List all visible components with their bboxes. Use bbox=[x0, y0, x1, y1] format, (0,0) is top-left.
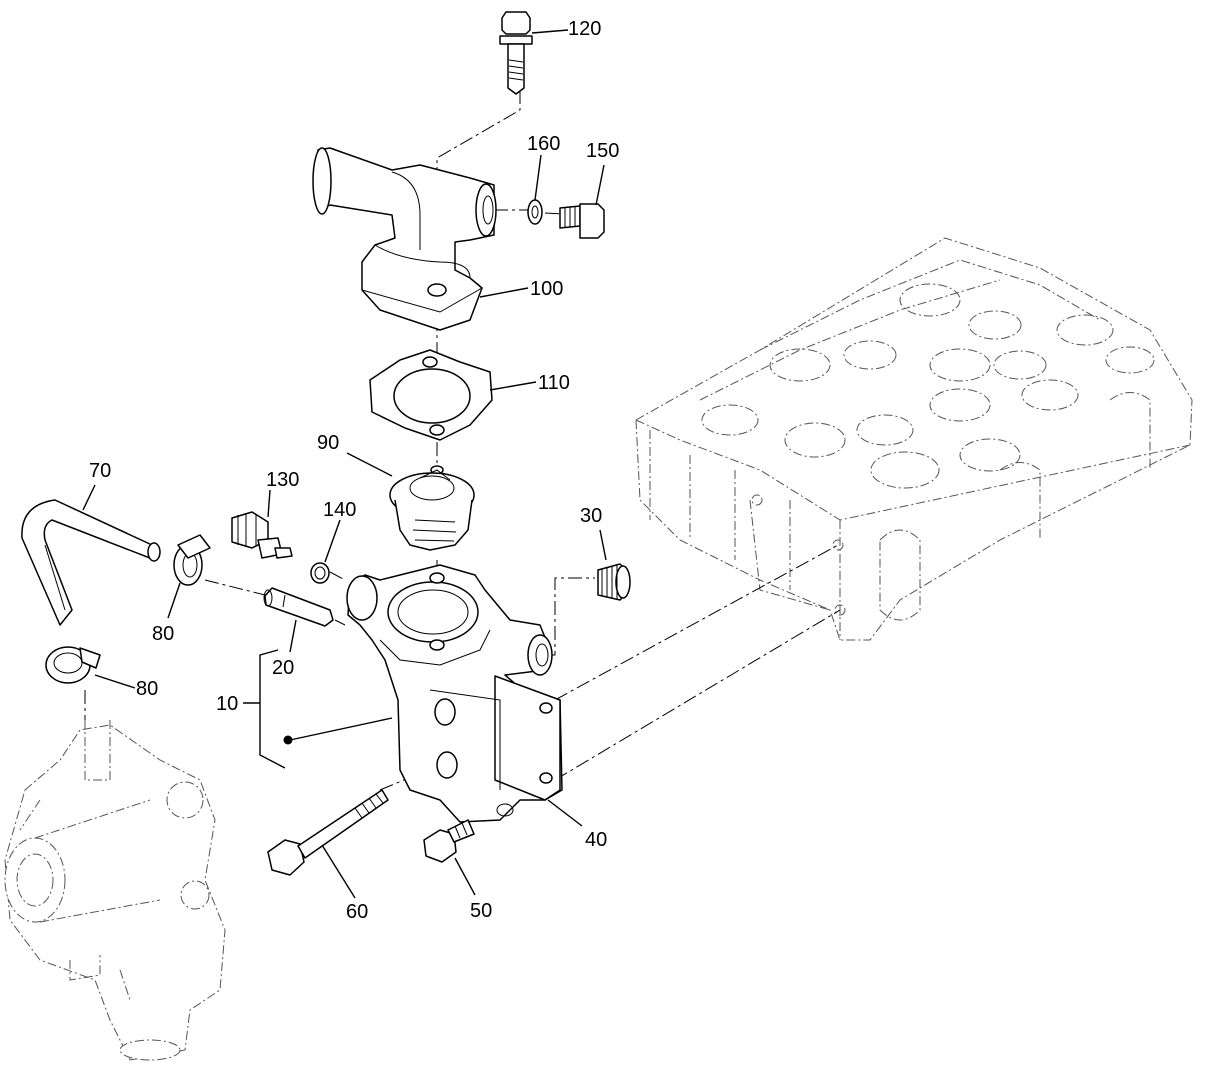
callout-20: 20 bbox=[272, 657, 294, 679]
callout-90: 90 bbox=[317, 432, 339, 454]
hose-70 bbox=[21, 499, 161, 626]
washer-160 bbox=[527, 199, 543, 225]
oring-140 bbox=[310, 562, 330, 584]
leader-lines bbox=[82, 29, 607, 899]
gasket-110 bbox=[369, 349, 493, 441]
callout-160: 160 bbox=[527, 133, 560, 155]
sensor-130 bbox=[231, 511, 293, 559]
plug-150 bbox=[559, 203, 605, 239]
callout-labels: 120 160 150 100 110 90 70 130 140 30 80 … bbox=[89, 18, 619, 923]
bolt-50 bbox=[423, 819, 475, 863]
cylinder-head-phantom bbox=[635, 237, 1193, 641]
callout-150: 150 bbox=[586, 140, 619, 162]
callout-40: 40 bbox=[585, 829, 607, 851]
callout-30: 30 bbox=[580, 505, 602, 527]
clamp-80-lower bbox=[45, 646, 101, 684]
water-pump-phantom bbox=[4, 720, 226, 1061]
callout-60: 60 bbox=[346, 901, 368, 923]
thermostat-90 bbox=[389, 465, 475, 551]
callout-140: 140 bbox=[323, 499, 356, 521]
callout-110: 110 bbox=[538, 372, 570, 394]
callout-10: 10 bbox=[216, 693, 238, 715]
pipe-20 bbox=[263, 587, 334, 627]
bolt-60 bbox=[267, 789, 389, 876]
bolt-120 bbox=[499, 11, 533, 95]
callout-70: 70 bbox=[89, 460, 111, 482]
callout-130: 130 bbox=[266, 469, 299, 491]
callout-50: 50 bbox=[470, 900, 492, 922]
thermostat-housing-10 bbox=[346, 564, 563, 823]
callout-100: 100 bbox=[530, 278, 563, 300]
thermostat-cover-100 bbox=[312, 147, 497, 331]
callout-120: 120 bbox=[568, 18, 601, 40]
callout-80-upper: 80 bbox=[152, 623, 174, 645]
plug-30 bbox=[597, 563, 631, 601]
clamp-80-upper bbox=[173, 534, 211, 586]
callout-80-lower: 80 bbox=[136, 678, 158, 700]
